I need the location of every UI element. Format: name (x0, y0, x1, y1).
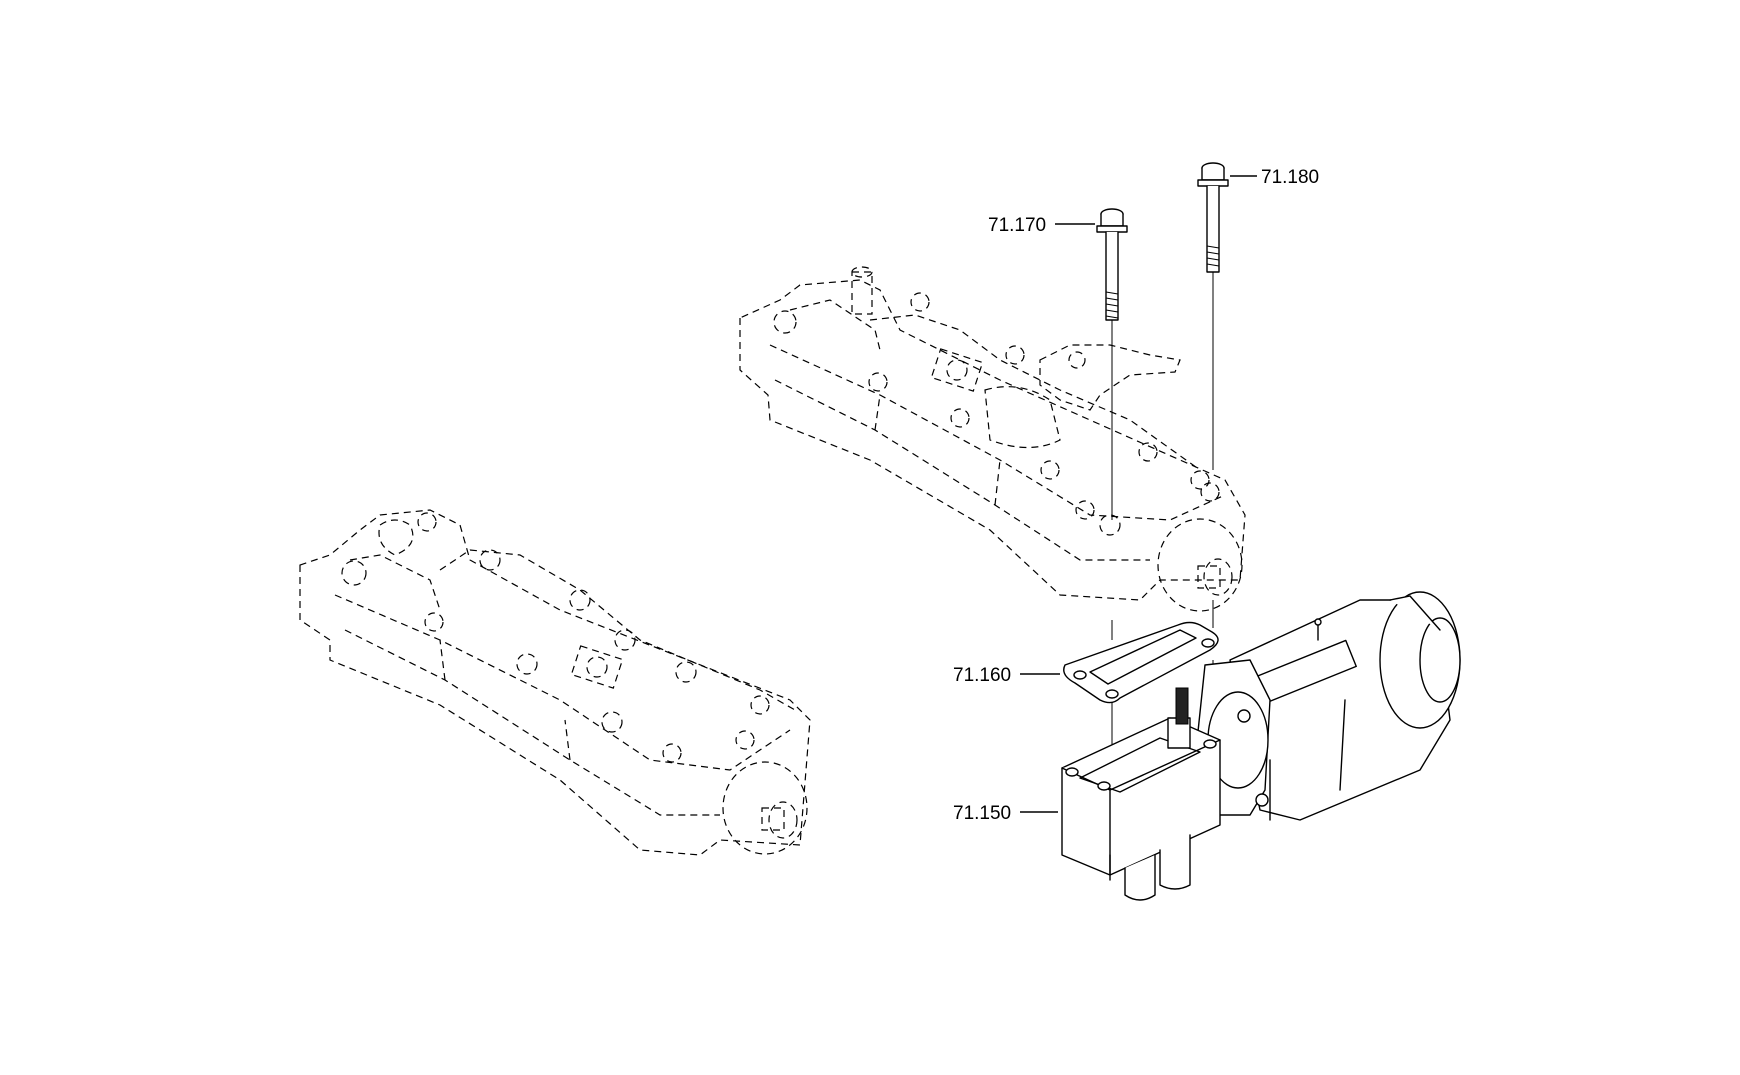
callout-71-150: 71.150 (953, 803, 1058, 824)
left-valve-block-drawing (299, 509, 811, 856)
right-valve-block-drawing (739, 266, 1246, 612)
callout-label: 71.170 (988, 215, 1046, 236)
bolt-71-180-drawing (1197, 162, 1229, 470)
callout-71-180: 71.180 (1230, 167, 1319, 188)
callout-label: 71.160 (953, 665, 1011, 686)
callout-label: 71.180 (1261, 167, 1319, 188)
actuator-71-150-drawing (1061, 591, 1461, 901)
gasket-71-160-drawing (1063, 621, 1219, 704)
bolt-71-170-drawing (1096, 208, 1128, 520)
callout-label: 71.150 (953, 803, 1011, 824)
callout-71-160: 71.160 (953, 665, 1060, 686)
callout-71-170: 71.170 (988, 215, 1095, 236)
